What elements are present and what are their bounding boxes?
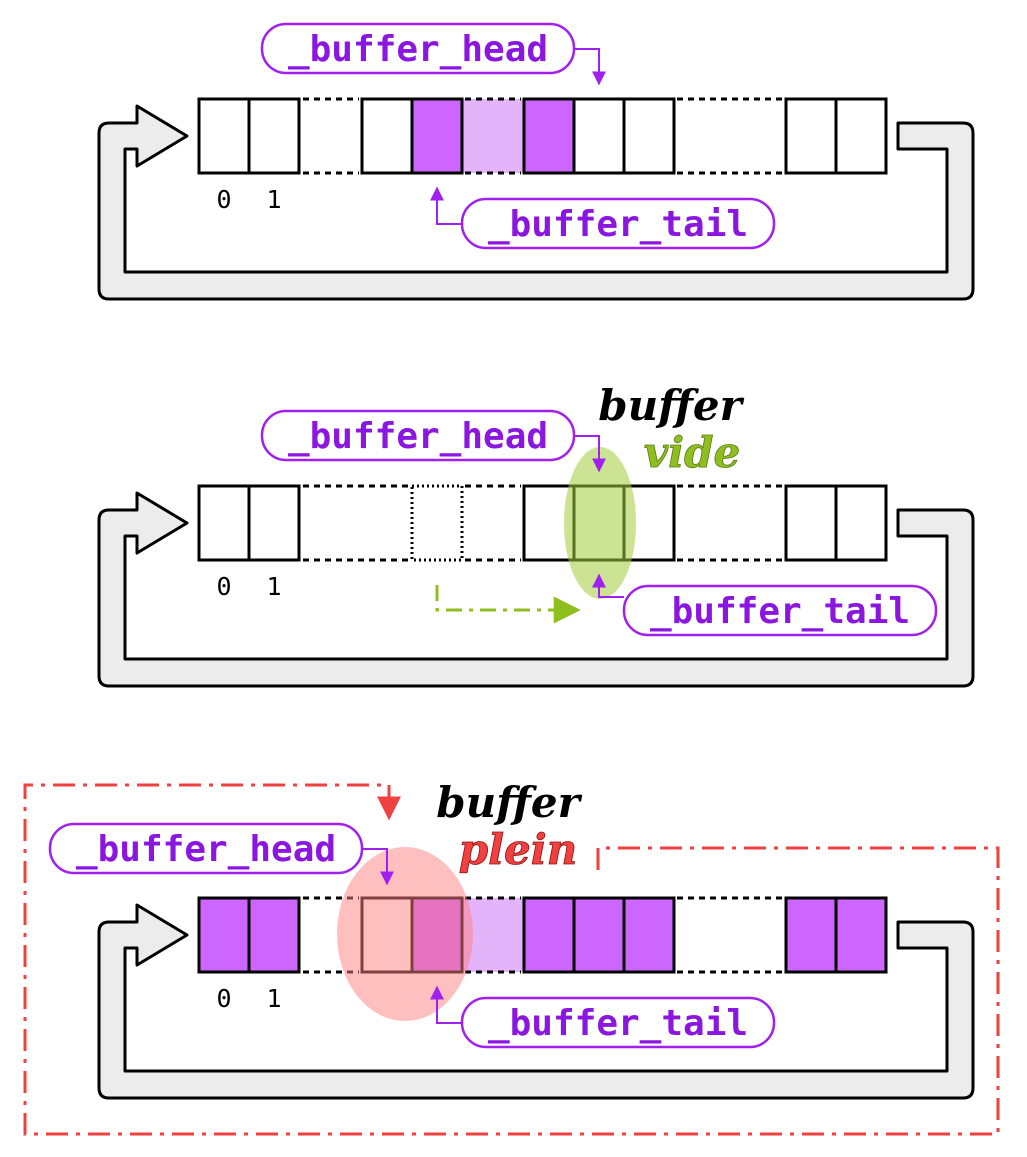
buffer-cell-head bbox=[572, 97, 626, 175]
index-label-0: 0 bbox=[216, 572, 231, 601]
buffer-cell bbox=[522, 896, 576, 974]
buffer-cell bbox=[197, 484, 251, 562]
empty-highlight bbox=[564, 447, 636, 599]
head-pointer-arrow bbox=[574, 435, 606, 473]
diagram-normal: 0 1 _buffer_head _buffer_tail bbox=[97, 22, 975, 301]
buffer-cell bbox=[834, 484, 888, 562]
status-value: plein bbox=[459, 825, 578, 874]
index-label-1: 1 bbox=[266, 185, 281, 214]
head-label: _buffer_head bbox=[76, 829, 336, 870]
index-label-0: 0 bbox=[216, 984, 231, 1013]
loop-arrow bbox=[97, 903, 975, 1100]
head-label: _buffer_head bbox=[288, 416, 548, 457]
buffer-cell bbox=[784, 484, 838, 562]
buffer-cell-tail bbox=[410, 97, 464, 175]
status-title: buffer bbox=[598, 381, 744, 430]
diagram-empty: 0 1 _buffer_head _buffer_tail buffer vid… bbox=[97, 381, 975, 688]
full-highlight bbox=[337, 847, 473, 1021]
head-pointer-arrow bbox=[574, 48, 606, 86]
former-cell-dotted bbox=[410, 484, 464, 562]
tail-label: _buffer_tail bbox=[488, 1003, 748, 1044]
tail-pointer-arrow bbox=[430, 985, 462, 1024]
buffer-cell bbox=[784, 896, 838, 974]
buffer-cell bbox=[247, 896, 301, 974]
buffer-cell bbox=[360, 97, 414, 175]
buffer-cells bbox=[197, 484, 888, 562]
buffer-cells bbox=[197, 896, 888, 974]
between-fill bbox=[462, 99, 524, 173]
tail-label-box bbox=[622, 584, 938, 637]
buffer-cell bbox=[247, 97, 301, 175]
buffer-cell bbox=[622, 896, 676, 974]
tail-pointer-arrow bbox=[592, 573, 624, 598]
diagram-full: 0 1 _buffer_head _buffer_tail buffer ple… bbox=[23, 778, 1000, 1136]
loop-arrow bbox=[97, 104, 975, 301]
index-label-1: 1 bbox=[266, 984, 281, 1013]
buffer-cell bbox=[247, 484, 301, 562]
buffer-cell bbox=[622, 97, 676, 175]
buffer-cell bbox=[197, 97, 251, 175]
buffer-cell bbox=[834, 97, 888, 175]
tail-label: _buffer_tail bbox=[650, 591, 910, 632]
buffer-cell bbox=[572, 896, 626, 974]
ellipsis-lines bbox=[303, 97, 783, 175]
status-title: buffer bbox=[436, 778, 582, 827]
tail-move-arrow bbox=[435, 585, 581, 624]
index-label-1: 1 bbox=[266, 572, 281, 601]
buffer-cell bbox=[522, 97, 576, 175]
buffer-cell bbox=[834, 896, 888, 974]
head-pointer-arrow bbox=[362, 848, 394, 886]
overflow-dash-line bbox=[23, 783, 1000, 1136]
tail-pointer-arrow bbox=[430, 186, 462, 225]
buffer-cell bbox=[197, 896, 251, 974]
loop-arrow bbox=[97, 491, 975, 688]
buffer-cell bbox=[784, 97, 838, 175]
buffer-cells bbox=[197, 97, 888, 175]
ellipsis-lines bbox=[303, 484, 783, 562]
tail-label: _buffer_tail bbox=[488, 204, 748, 245]
head-label: _buffer_head bbox=[288, 29, 548, 70]
index-label-0: 0 bbox=[216, 185, 231, 214]
status-value: vide bbox=[644, 428, 740, 477]
